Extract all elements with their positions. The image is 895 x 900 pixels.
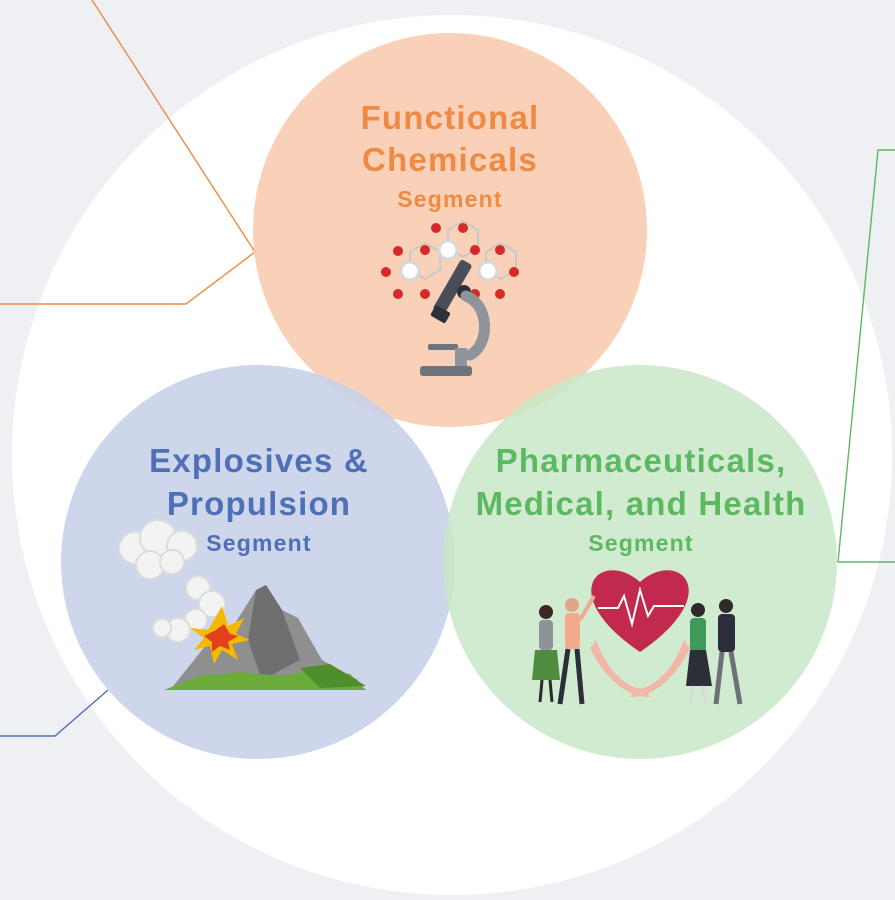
functional-title-line1: Functional (361, 99, 540, 136)
heart-care-people-icon (532, 570, 743, 705)
orange-connector-line (0, 0, 256, 305)
pharma-title-line1: Pharmaceuticals, (496, 442, 787, 479)
pharma-subtitle: Segment (588, 530, 694, 556)
explosives-subtitle: Segment (206, 530, 312, 556)
microscope-molecule-icon (381, 219, 519, 376)
functional-subtitle: Segment (397, 186, 503, 212)
pharma-title-line2: Medical, and Health (476, 485, 807, 522)
explosives-segment-circle (61, 365, 455, 759)
explosives-title-line1: Explosives & (149, 442, 369, 479)
functional-segment-circle (253, 33, 647, 427)
functional-title-line2: Chemicals (362, 141, 538, 178)
volcano-explosion-icon (118, 519, 366, 690)
explosives-title-line2: Propulsion (167, 485, 351, 522)
green-connector-line (837, 149, 895, 563)
pharma-segment-circle (443, 365, 837, 759)
blue-connector-line (0, 689, 109, 737)
